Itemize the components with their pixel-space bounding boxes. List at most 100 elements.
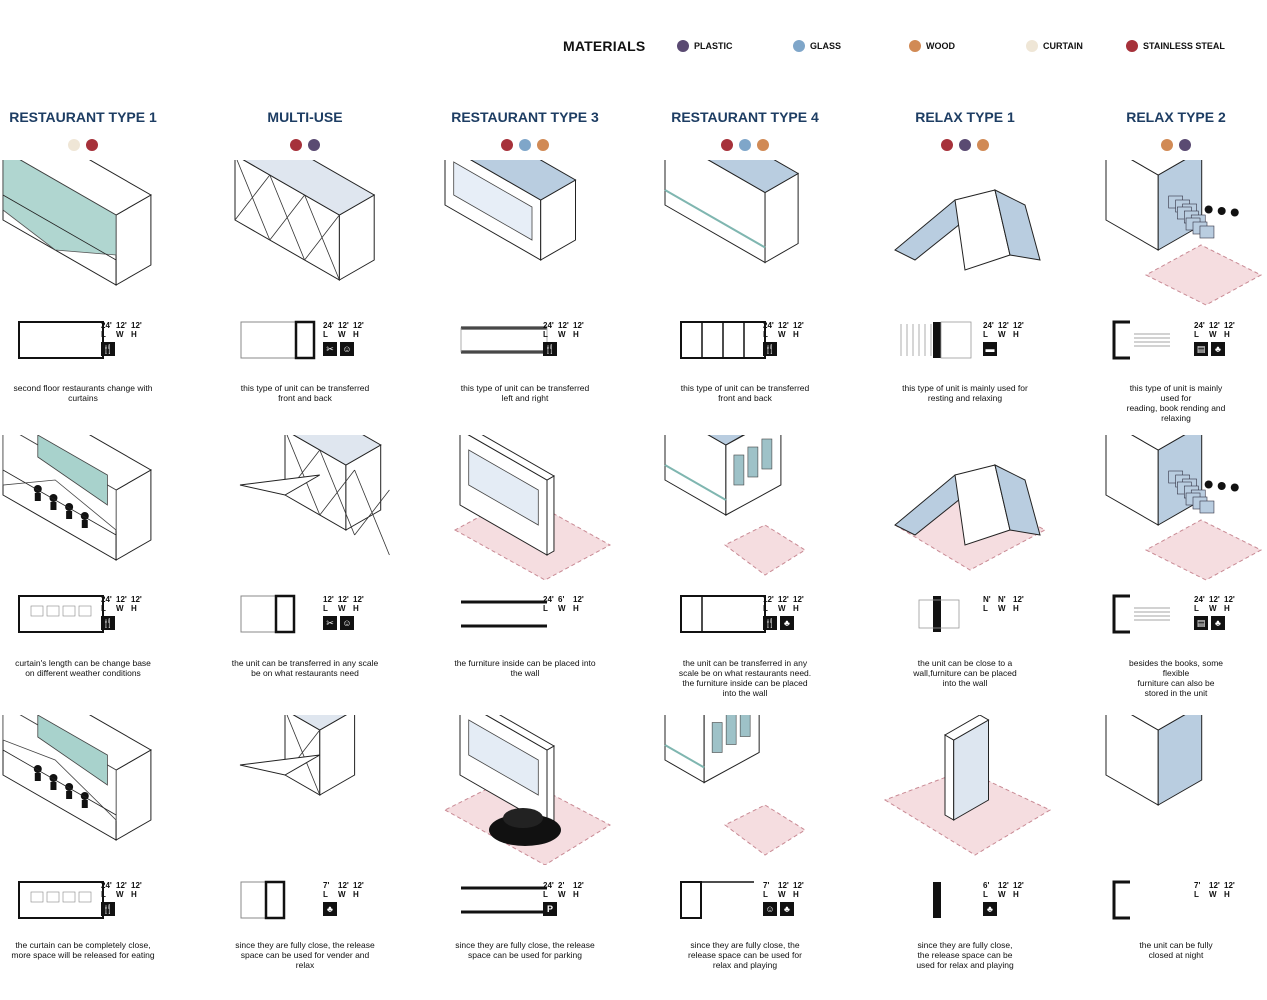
material-dots bbox=[0, 139, 178, 151]
dimension-value: 24' bbox=[1194, 595, 1205, 604]
dimension-label: W bbox=[558, 604, 566, 613]
dimension-value: 7' bbox=[323, 881, 330, 890]
function-icons: P bbox=[543, 902, 557, 916]
dimension-label: W bbox=[338, 604, 346, 613]
unit-plan-diagram bbox=[17, 592, 107, 636]
dimension-label: L bbox=[543, 890, 548, 899]
dimension-label: L bbox=[323, 330, 328, 339]
caption-line: space can be used for parking bbox=[468, 950, 582, 960]
dancer-icon: ☺ bbox=[763, 902, 777, 916]
dimension-value: 24' bbox=[763, 321, 774, 330]
legend-item-curtain: CURTAIN bbox=[1026, 40, 1083, 52]
glass-material-dot bbox=[739, 139, 751, 151]
caption-line: curtain's length can be change base bbox=[15, 658, 151, 668]
dimension-value: 24' bbox=[1194, 321, 1205, 330]
dimension-label: L bbox=[983, 604, 988, 613]
caption-line: the wall bbox=[510, 668, 540, 678]
dimension-value: 24' bbox=[323, 321, 334, 330]
dimension-value: 12' bbox=[1013, 321, 1024, 330]
caption-line: left and right bbox=[501, 393, 549, 403]
legend-title: MATERIALS bbox=[563, 38, 646, 54]
dimension-label: H bbox=[1013, 604, 1019, 613]
dimension-value: 24' bbox=[101, 321, 112, 330]
caption-line: release space can be used for bbox=[688, 950, 802, 960]
unit-axonometric-diagram bbox=[655, 390, 835, 585]
dimension-label: W bbox=[116, 890, 124, 899]
unit-plan-diagram bbox=[239, 878, 329, 922]
caption-line: front and back bbox=[278, 393, 332, 403]
unit-axonometric-diagram bbox=[435, 425, 615, 585]
unit-axonometric-diagram bbox=[215, 689, 395, 865]
fork-knife-icon: 🍴 bbox=[101, 902, 115, 916]
function-icons: ▤♣ bbox=[1194, 342, 1225, 356]
dimension-value: 12' bbox=[338, 595, 349, 604]
caption-line: space can be used for vender and bbox=[240, 950, 370, 960]
function-icons: ♣ bbox=[323, 902, 337, 916]
dimension-value: 12' bbox=[793, 321, 804, 330]
dimension-value: 12' bbox=[778, 881, 789, 890]
caption-line: second floor restaurants change with bbox=[13, 383, 153, 393]
glass-material-dot bbox=[519, 139, 531, 151]
dimension-label: W bbox=[778, 330, 786, 339]
dimension-label: H bbox=[793, 330, 799, 339]
unit-axonometric-diagram bbox=[435, 124, 615, 310]
caption-line: the curtain can be completely close, bbox=[15, 940, 151, 950]
dimension-value: 12' bbox=[1209, 881, 1220, 890]
unit-plan-diagram bbox=[899, 878, 989, 922]
unit-axonometric-diagram bbox=[1086, 119, 1266, 310]
caption-line: the unit can be close to a bbox=[917, 658, 1013, 668]
fork-knife-icon: 🍴 bbox=[101, 616, 115, 630]
caption-line: stored in the unit bbox=[1144, 688, 1208, 698]
caption-line: this type of unit can be transferred bbox=[680, 383, 810, 393]
dimension-label: W bbox=[338, 890, 346, 899]
steel-material-dot bbox=[941, 139, 953, 151]
dimension-value: 24' bbox=[543, 595, 554, 604]
dimension-value: 12' bbox=[116, 881, 127, 890]
dimension-label: W bbox=[558, 890, 566, 899]
caption-line: since they are fully close, the release bbox=[455, 940, 595, 950]
plastic-swatch bbox=[677, 40, 689, 52]
caption-line: the release space can be bbox=[917, 950, 1013, 960]
dimension-label: L bbox=[983, 330, 988, 339]
book-icon: ▤ bbox=[1194, 342, 1208, 356]
parking-icon: P bbox=[543, 902, 557, 916]
dimension-label: W bbox=[116, 604, 124, 613]
caption-line: relaxing bbox=[1161, 413, 1191, 423]
dimension-value: 12' bbox=[998, 881, 1009, 890]
unit-plan-diagram bbox=[899, 318, 989, 362]
function-icons: ▬ bbox=[983, 342, 997, 356]
unit-plan-diagram bbox=[17, 318, 107, 362]
caption-line: scale be on what restaurants need. bbox=[678, 668, 812, 678]
dimension-label: W bbox=[1209, 330, 1217, 339]
caption-line: the unit can be fully bbox=[1139, 940, 1213, 950]
dimension-value: 12' bbox=[778, 595, 789, 604]
dimension-label: L bbox=[101, 890, 106, 899]
dimension-value: 12' bbox=[1209, 595, 1220, 604]
dimension-label: L bbox=[1194, 890, 1199, 899]
unit-axonometric-diagram bbox=[215, 134, 395, 310]
steel-material-dot bbox=[86, 139, 98, 151]
dimension-value: 2' bbox=[558, 881, 565, 890]
dimension-value: 24' bbox=[543, 321, 554, 330]
dimension-value: 12' bbox=[793, 881, 804, 890]
dimension-label: W bbox=[998, 890, 1006, 899]
dimension-value: N' bbox=[983, 595, 991, 604]
dimension-value: 12' bbox=[573, 321, 584, 330]
dimension-value: 12' bbox=[323, 595, 334, 604]
dimension-value: 12' bbox=[573, 595, 584, 604]
